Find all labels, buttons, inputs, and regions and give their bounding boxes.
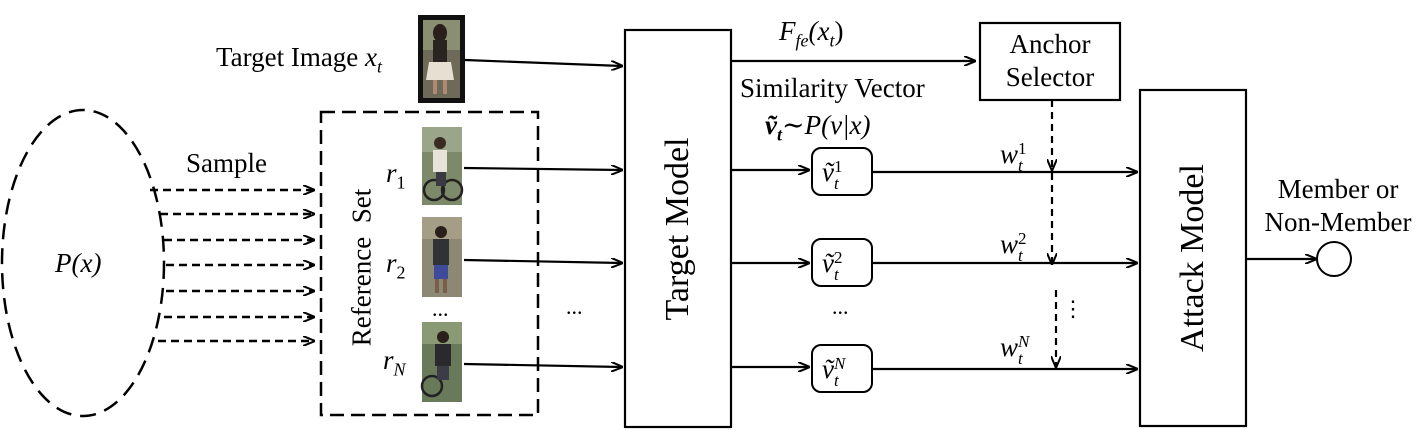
target-image-thumbnail [418, 15, 465, 103]
sample-label: Sample [186, 148, 267, 178]
similarity-title: Similarity Vector [740, 73, 925, 103]
outer-dots: ... [566, 294, 583, 319]
anchor-selector-box [978, 21, 1122, 102]
vector-to-attack-arrows [872, 172, 1137, 369]
sample-arrows [150, 190, 314, 341]
model-to-vector-arrows [731, 170, 809, 367]
attack-model-label: Attack Model [1174, 164, 1211, 352]
reference-row-1-label: r1 [386, 158, 406, 193]
reference-image-N [420, 322, 462, 402]
similarity-formula: ṽt∼P(v|x) [765, 110, 871, 145]
target-model-label: Target Model [659, 137, 696, 321]
distribution-ellipse [0, 108, 166, 418]
reference-image-2 [422, 217, 462, 297]
attack-model-box [1138, 88, 1248, 428]
target-image-label: Target Image xt [216, 42, 383, 77]
distribution-label: P(x) [55, 248, 102, 278]
reference-set-label: Reference Set [346, 188, 377, 347]
output-label: Member or Non-Member [1264, 174, 1412, 237]
reference-set-box [319, 110, 540, 417]
weight-dots: ⋮ [1062, 296, 1084, 321]
reference-image-1 [422, 127, 464, 205]
vector-dots: ... [832, 294, 849, 319]
reference-row-N-label: rN [383, 345, 406, 380]
input-arrows [463, 58, 622, 367]
anchor-selector-label: Anchor Selector [1005, 29, 1095, 92]
anchor-weight-lines [1052, 100, 1056, 367]
output-node [1316, 241, 1352, 277]
feature-label: Ffe(xt) [779, 16, 844, 51]
target-model-box [623, 28, 733, 429]
reference-dots: ... [432, 296, 449, 321]
reference-row-2-label: r2 [386, 248, 406, 283]
